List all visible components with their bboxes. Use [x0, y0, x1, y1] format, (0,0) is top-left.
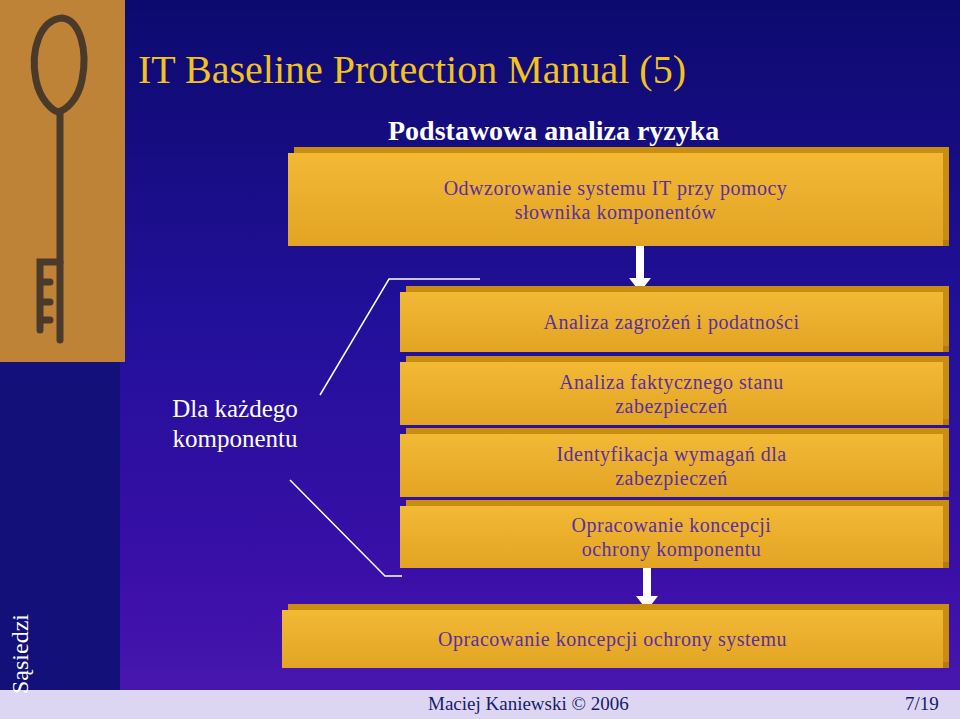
process-box: Analiza zagrożeń i podatności	[400, 292, 943, 352]
bracket-label: Dla każdego komponentu	[150, 394, 320, 454]
key-illustration	[34, 18, 84, 340]
process-box: Opracowanie koncepcji ochrony systemu	[282, 610, 943, 668]
box-text: Opracowanie koncepcji ochrony komponentu	[542, 513, 802, 561]
process-box: Analiza faktycznego stanu zabezpieczeń	[400, 362, 943, 425]
sand-background	[0, 0, 125, 362]
arrow-head	[636, 596, 658, 610]
arrow-stem	[636, 246, 644, 279]
arrow-stem	[643, 568, 651, 597]
flow-arrow	[629, 246, 651, 292]
box-text: Identyfikacja wymagań dla zabezpieczeń	[542, 442, 802, 490]
process-box: Identyfikacja wymagań dla zabezpieczeń	[400, 434, 943, 497]
footer-strip	[0, 690, 960, 719]
process-box: Odwzorowanie systemu IT przy pomocy słow…	[288, 153, 943, 246]
process-box: Opracowanie koncepcji ochrony komponentu	[400, 506, 943, 568]
subtitle: Podstawowa analiza ryzyka	[388, 114, 719, 148]
slide-title: IT Baseline Protection Manual (5)	[138, 46, 686, 93]
box-text: Analiza faktycznego stanu zabezpieczeń	[542, 370, 802, 418]
box-text: Analiza zagrożeń i podatności	[543, 310, 799, 334]
arrow-head	[629, 278, 651, 292]
flow-arrow	[636, 568, 658, 610]
section-name: Sąsiedzi	[6, 614, 35, 694]
page-number: 7/19	[905, 693, 939, 716]
box-text: Opracowanie koncepcji ochrony systemu	[438, 627, 787, 651]
box-text: Odwzorowanie systemu IT przy pomocy słow…	[416, 176, 816, 224]
sand-shade	[0, 0, 125, 362]
footer-author: Maciej Kaniewski © 2006	[428, 693, 629, 716]
